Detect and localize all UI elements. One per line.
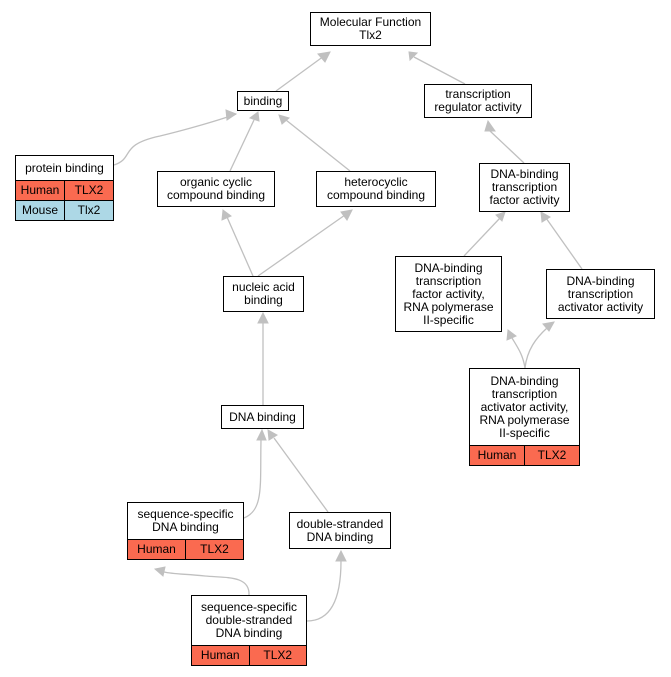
gene-row-human: Human TLX2 bbox=[470, 445, 579, 465]
species-cell: Human bbox=[20, 183, 60, 197]
gene-row-human: Human TLX2 bbox=[16, 180, 113, 200]
node-dna-binding-activator-activity-rnap2[interactable]: DNA-binding transcription activator acti… bbox=[469, 368, 580, 466]
species-cell: Mouse bbox=[21, 203, 59, 217]
node-label: nucleic acid binding bbox=[232, 280, 295, 307]
node-sequence-specific-double-stranded-dna-binding[interactable]: sequence-specific double-stranded DNA bi… bbox=[191, 595, 307, 666]
gene-cell[interactable]: TLX2 bbox=[185, 540, 243, 559]
edge-dbtaa-rnap2-to-dbtaa bbox=[524, 327, 548, 369]
arrowhead-ssdsdb-to-dsdb bbox=[335, 549, 347, 562]
node-heterocyclic-compound-binding[interactable]: heterocyclic compound binding bbox=[316, 171, 436, 207]
arrowhead-binding-to-root bbox=[317, 51, 331, 63]
node-dna-binding[interactable]: DNA binding bbox=[221, 405, 304, 429]
edge-dsdb-to-dna-binding bbox=[273, 437, 329, 513]
node-label: DNA-binding transcription factor activit… bbox=[403, 260, 494, 327]
node-label: organic cyclic compound binding bbox=[166, 175, 266, 202]
node-double-stranded-dna-binding[interactable]: double-stranded DNA binding bbox=[289, 512, 391, 549]
edge-dbtfa-to-tra bbox=[489, 130, 525, 164]
arrowhead-dbtaa-to-dbtfa bbox=[540, 211, 551, 223]
gene-cell[interactable]: TLX2 bbox=[248, 646, 307, 665]
arrowhead-nucleic-to-hetero bbox=[340, 209, 353, 221]
node-label: DNA-binding transcription activator acti… bbox=[479, 373, 570, 440]
node-label: DNA binding bbox=[229, 409, 296, 424]
node-transcription-regulator-activity[interactable]: transcription regulator activity bbox=[424, 84, 532, 118]
arrowhead-dsdb-to-dna-binding bbox=[267, 429, 278, 441]
edge-ssdsdb-to-dsdb bbox=[306, 560, 342, 622]
arrowhead-rnap2-to-dbtfa bbox=[495, 211, 506, 222]
arrowhead-dna-binding-to-nucleic bbox=[257, 311, 269, 324]
arrowhead-dbtaa-rnap2-to-dbtaa bbox=[542, 321, 555, 332]
arrowhead-dbtaa-rnap2-to-rnap2 bbox=[506, 329, 517, 341]
node-dna-binding-tf-activity-rnap2[interactable]: DNA-binding transcription factor activit… bbox=[395, 256, 502, 332]
arrowhead-ssdsdb-to-ssdb bbox=[153, 566, 166, 577]
node-label: Molecular Function Tlx2 bbox=[319, 15, 422, 42]
node-sequence-specific-dna-binding[interactable]: sequence-specific DNA binding Human TLX2 bbox=[127, 502, 244, 560]
node-dna-binding-transcription-factor-activity[interactable]: DNA-binding transcription factor activit… bbox=[479, 163, 570, 212]
node-label: protein binding bbox=[25, 160, 104, 175]
species-cell: Human bbox=[137, 542, 176, 556]
node-protein-binding[interactable]: protein binding Human TLX2 Mouse Tlx2 bbox=[15, 155, 114, 221]
node-label: binding bbox=[243, 93, 283, 108]
edge-organic-to-binding bbox=[229, 119, 255, 172]
edge-rnap2-to-dbtfa bbox=[463, 217, 501, 257]
gene-cell[interactable]: TLX2 bbox=[524, 446, 579, 465]
edge-dbtaa-to-dbtfa bbox=[545, 217, 583, 270]
gene-row-human: Human TLX2 bbox=[128, 539, 243, 559]
arrowhead-protein-binding-to-binding bbox=[225, 109, 238, 121]
node-dna-binding-transcription-activator-activity[interactable]: DNA-binding transcription activator acti… bbox=[546, 269, 655, 319]
node-label: transcription regulator activity bbox=[434, 87, 522, 114]
node-label: DNA-binding transcription factor activit… bbox=[489, 167, 560, 207]
edge-ssdsdb-to-ssdb bbox=[163, 571, 250, 596]
edge-binding-to-root bbox=[275, 55, 325, 92]
arrowhead-nucleic-to-organic bbox=[221, 209, 232, 221]
arrowhead-organic-to-binding bbox=[248, 111, 260, 122]
gene-cell[interactable]: Tlx2 bbox=[64, 201, 113, 220]
node-label: sequence-specific DNA binding bbox=[137, 507, 234, 534]
edge-protein-binding-to-binding bbox=[113, 113, 237, 166]
node-label: double-stranded DNA binding bbox=[296, 516, 384, 544]
edge-nucleic-to-organic bbox=[226, 216, 254, 277]
node-nucleic-acid-binding[interactable]: nucleic acid binding bbox=[223, 276, 304, 312]
edge-tra-to-root bbox=[413, 56, 466, 85]
node-molecular-function[interactable]: Molecular Function Tlx2 bbox=[310, 12, 431, 46]
edge-hetero-to-binding bbox=[285, 119, 351, 172]
species-cell: Human bbox=[477, 448, 517, 462]
gene-row-human: Human TLX2 bbox=[192, 645, 306, 665]
edge-dbtaa-rnap2-to-rnap2 bbox=[511, 337, 526, 369]
node-label: sequence-specific double-stranded DNA bi… bbox=[200, 600, 298, 640]
arrowhead-dbtfa-to-tra bbox=[484, 119, 496, 132]
arrowhead-hetero-to-binding bbox=[278, 114, 291, 125]
gene-cell[interactable]: TLX2 bbox=[64, 181, 113, 200]
arrowhead-ssdb-to-dna-binding bbox=[256, 428, 267, 441]
species-cell: Human bbox=[200, 648, 240, 662]
edge-ssdb-to-dna-binding bbox=[243, 439, 262, 519]
arrowhead-tra-to-root bbox=[408, 51, 419, 62]
edge-nucleic-to-hetero bbox=[257, 214, 346, 277]
node-organic-cyclic-compound-binding[interactable]: organic cyclic compound binding bbox=[157, 171, 275, 207]
node-label: DNA-binding transcription activator acti… bbox=[557, 273, 644, 314]
gene-row-mouse: Mouse Tlx2 bbox=[16, 200, 113, 220]
node-label: heterocyclic compound binding bbox=[326, 175, 426, 202]
node-binding[interactable]: binding bbox=[237, 91, 289, 111]
